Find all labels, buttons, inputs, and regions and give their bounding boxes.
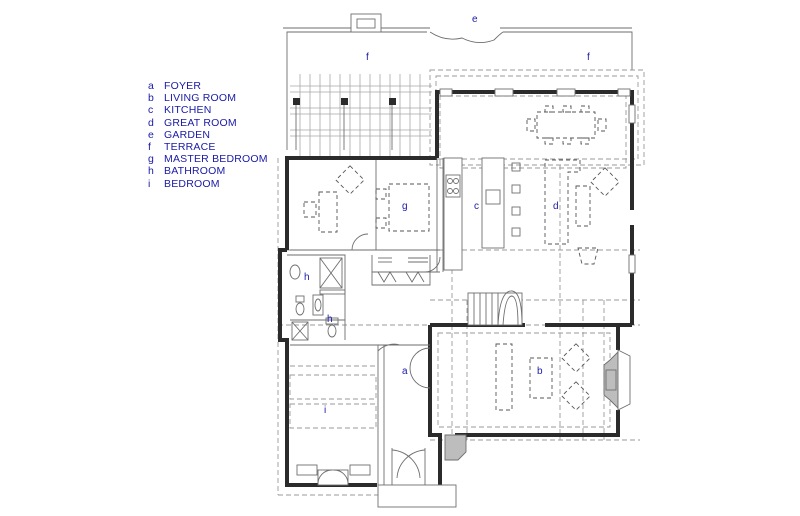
legend-label: LIVING ROOM [164, 92, 237, 105]
label-foyer: a [402, 366, 408, 377]
label-bathroom-lower: h [327, 314, 333, 325]
label-terrace-right: f [587, 52, 590, 63]
terrace-outline [283, 13, 633, 150]
exterior-walls [278, 90, 634, 487]
legend-label: FOYER [164, 80, 202, 92]
legend-row: h BATHROOM [148, 165, 268, 177]
master-bedroom-furniture [303, 165, 441, 273]
legend-label: BEDROOM [164, 177, 220, 190]
legend-label: MASTER BEDROOM [164, 153, 268, 166]
label-terrace-left: f [366, 52, 369, 63]
bathroom-fixtures [289, 257, 346, 341]
legend-key: e [148, 128, 155, 141]
legend-key: i [148, 177, 151, 190]
legend-row: f TERRACE [148, 141, 268, 153]
kitchen-fixtures [443, 157, 521, 271]
kitchen-island [481, 157, 505, 249]
legend-label: BATHROOM [164, 165, 226, 178]
foyer-entry [377, 343, 457, 508]
closets [377, 257, 428, 283]
legend-key: g [148, 153, 155, 166]
garden-planter [350, 13, 382, 33]
legend-label: GARDEN [164, 128, 211, 141]
room-labels: e f f g c d h h a b i [304, 14, 590, 416]
legend-row: a FOYER [148, 80, 268, 92]
legend-label: KITCHEN [164, 104, 212, 117]
stairs [467, 290, 523, 326]
living-room-furniture [437, 332, 611, 428]
windows [296, 88, 636, 476]
legend-row: g MASTER BEDROOM [148, 153, 268, 165]
legend-key: a [148, 80, 155, 92]
legend-row: e GARDEN [148, 129, 268, 141]
legend-key: b [148, 92, 155, 105]
legend-key: c [148, 104, 154, 117]
legend-key: f [148, 141, 152, 154]
label-living-room: b [537, 366, 543, 377]
label-great-room: d [553, 201, 559, 212]
bedroom-furniture [289, 365, 377, 486]
legend-key: d [148, 116, 155, 129]
legend-row: i BEDROOM [148, 178, 268, 190]
pergola [290, 74, 432, 158]
great-room-furniture [526, 105, 620, 265]
legend-label: TERRACE [164, 141, 216, 154]
entry-fireplace [444, 434, 467, 461]
legend-row: b LIVING ROOM [148, 92, 268, 104]
label-bedroom: i [324, 405, 326, 416]
fireplace [603, 349, 631, 411]
label-bathroom-upper: h [304, 272, 310, 283]
roof-lines [277, 69, 645, 496]
label-kitchen: c [474, 201, 479, 212]
label-garden: e [472, 14, 478, 25]
label-master-bedroom: g [402, 201, 408, 212]
legend-row: d GREAT ROOM [148, 117, 268, 129]
legend-label: GREAT ROOM [164, 116, 237, 129]
legend-key: h [148, 165, 155, 178]
room-legend: a FOYER b LIVING ROOM c KITCHEN d GREAT … [148, 80, 268, 190]
legend-row: c KITCHEN [148, 104, 268, 116]
interior-walls [287, 158, 444, 485]
